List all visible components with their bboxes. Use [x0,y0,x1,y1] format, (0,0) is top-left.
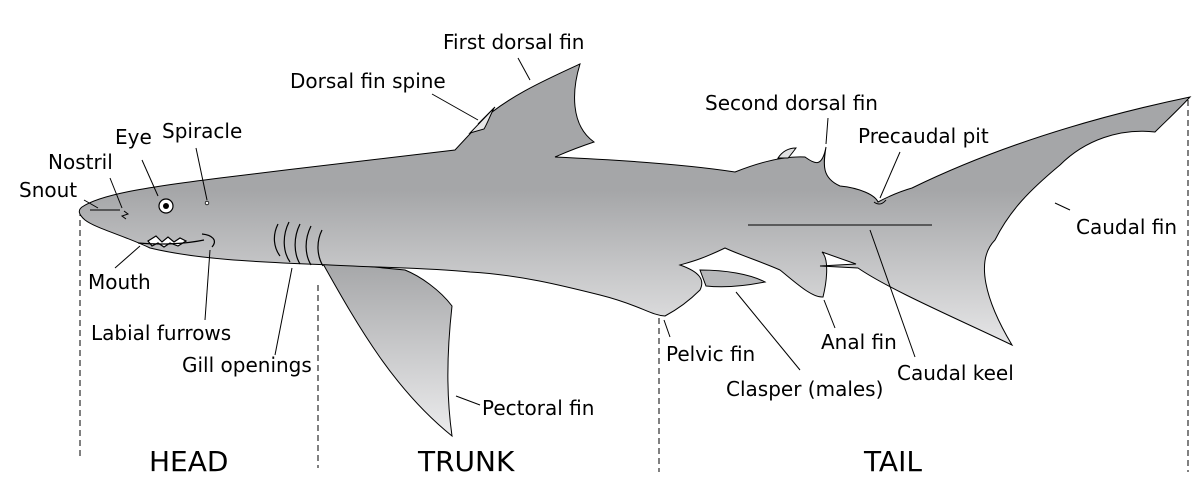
clasper-shape [699,269,767,288]
spiracle-shape [204,200,210,206]
label-caudal-keel: Caudal keel [897,361,1014,385]
label-clasper: Clasper (males) [726,377,883,401]
dorsal-spine-shape [468,107,495,134]
label-pelvic-fin: Pelvic fin [666,342,755,366]
label-first-dorsal-fin: First dorsal fin [443,30,584,54]
second-dorsal-spine-shape [777,147,798,159]
label-snout: Snout [19,178,77,202]
precaudal-pit-notch [873,199,887,205]
label-gill-openings: Gill openings [182,353,312,377]
label-labial-furrows: Labial furrows [91,321,231,345]
label-spiracle: Spiracle [162,119,242,143]
gill-openings-shape [273,221,324,267]
mouth-line [137,239,205,245]
label-caudal-fin: Caudal fin [1076,215,1177,239]
label-precaudal-pit: Precaudal pit [858,124,989,148]
labial-furrow-shape [201,233,215,248]
section-tail: TAIL [863,445,922,478]
label-anal-fin: Anal fin [821,330,897,354]
leader-lines [83,57,1071,406]
label-eye: Eye [115,125,152,149]
label-nostril: Nostril [48,150,113,174]
label-dorsal-fin-spine: Dorsal fin spine [290,69,446,93]
section-head: HEAD [149,445,228,478]
label-mouth: Mouth [88,270,151,294]
nostril-shape [120,210,130,220]
eye-pupil [163,203,169,209]
section-trunk: TRUNK [417,445,515,478]
label-second-dorsal-fin: Second dorsal fin [705,91,878,115]
pectoral-fin-shape [321,261,453,438]
shark-body-shape [78,63,1192,347]
label-pectoral-fin: Pectoral fin [482,396,594,420]
